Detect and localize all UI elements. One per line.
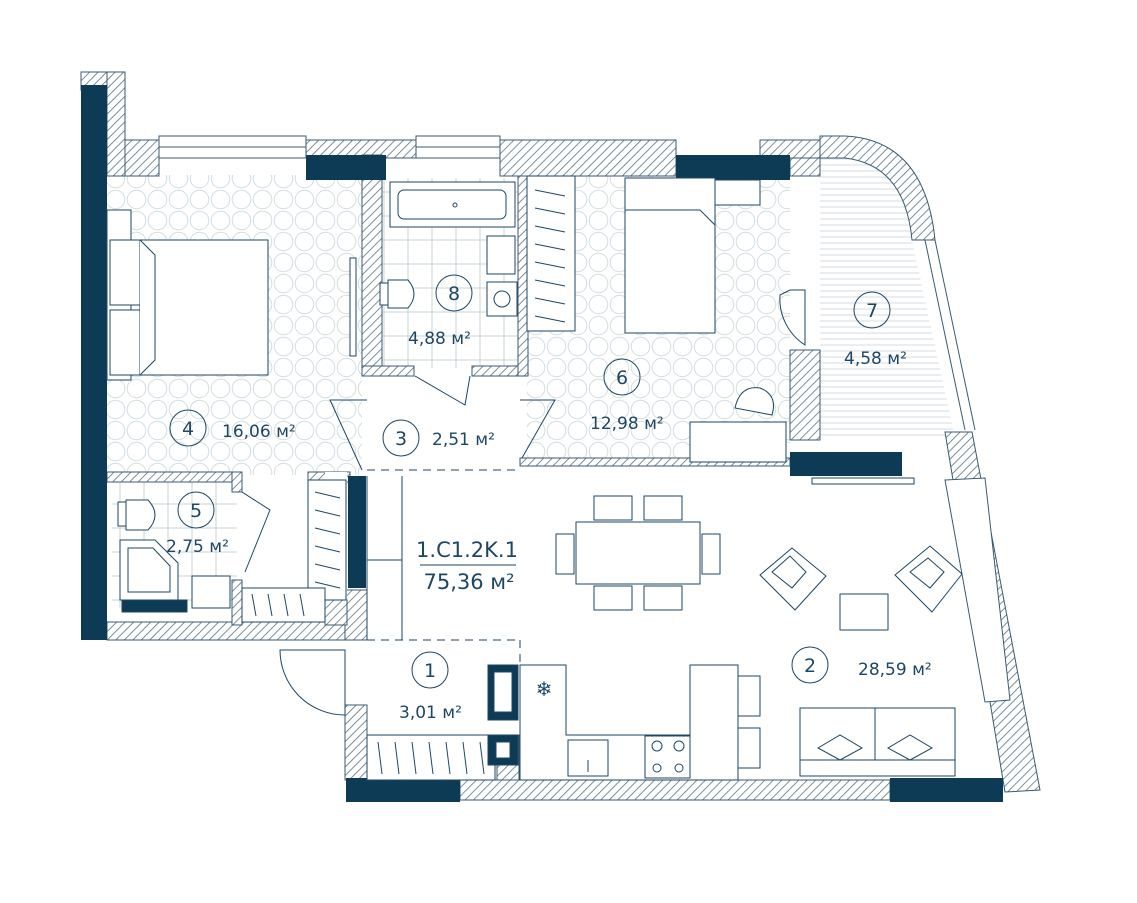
room-area-5: 2,75 м² — [166, 537, 229, 557]
room-number-2: 2 — [804, 655, 816, 677]
bar-stool-icon — [737, 675, 761, 769]
double-bed-icon — [106, 209, 269, 381]
fridge-icon — [487, 664, 519, 766]
desk-icon — [689, 421, 787, 463]
room-marker-6 — [603, 358, 641, 396]
walls — [80, 71, 1041, 801]
room-boundaries — [367, 469, 521, 665]
toilet-icon — [117, 499, 156, 531]
load-bearing-walls — [81, 85, 1003, 802]
freezer-icon: ❄ — [536, 679, 553, 701]
room-marker-7 — [853, 291, 891, 329]
room-area-6: 12,98 м² — [590, 414, 664, 434]
room-marker-3 — [382, 419, 420, 457]
bathtub-icon — [389, 181, 516, 228]
coffee-table-icon — [839, 593, 889, 631]
kitchen-sink-icon — [567, 739, 609, 777]
floor-room-7 — [820, 158, 955, 438]
room-number-4: 4 — [182, 418, 194, 440]
desk-chair-icon — [734, 387, 774, 416]
room-areas: 3,01 м² 28,59 м² 2,51 м² 16,06 м² 2,75 м… — [166, 329, 932, 723]
toilet-icon — [379, 279, 415, 309]
room-marker-4 — [169, 409, 207, 447]
room-number-7: 7 — [866, 300, 878, 322]
armchair-icon — [894, 545, 963, 613]
apartment-code: 1.C1.2K.1 — [416, 538, 518, 562]
washing-machine-icon — [486, 281, 518, 317]
shower-icon — [119, 539, 179, 601]
room-number-3: 3 — [395, 428, 407, 450]
room-number-6: 6 — [616, 367, 628, 389]
room-number-1: 1 — [424, 660, 436, 682]
single-bed-icon — [624, 177, 761, 334]
apartment-label: 1.C1.2K.1 75,36 м² — [416, 538, 518, 594]
furniture: ❄ — [106, 177, 963, 781]
room-numbers: 1 2 3 4 5 6 7 8 — [182, 283, 878, 682]
room-area-3: 2,51 м² — [432, 430, 495, 450]
room-number-5: 5 — [190, 500, 202, 522]
dining-table-icon — [555, 495, 721, 611]
bathroom-sink-icon — [191, 575, 231, 609]
room-area-4: 16,06 м² — [222, 422, 296, 442]
room-markers — [169, 274, 891, 689]
stove-icon — [644, 735, 691, 779]
sofa-icon — [799, 707, 956, 777]
kitchen-counter-icon — [519, 664, 739, 781]
room-marker-2 — [791, 646, 829, 684]
room-area-7: 4,58 м² — [844, 349, 907, 369]
mirror-icon — [349, 257, 357, 357]
bathroom-sink-icon — [486, 235, 516, 275]
wardrobes — [241, 175, 576, 781]
room-marker-5 — [177, 491, 215, 529]
room-marker-8 — [435, 274, 473, 312]
armchair-icon — [759, 547, 827, 611]
bathroom-cabinet-icon — [121, 599, 188, 613]
room-number-8: 8 — [448, 283, 460, 305]
room-area-8: 4,88 м² — [408, 329, 471, 349]
room-area-1: 3,01 м² — [399, 703, 462, 723]
doors — [241, 289, 806, 716]
tv-icon — [811, 477, 915, 485]
room-marker-1 — [411, 651, 449, 689]
room-area-2: 28,59 м² — [858, 660, 932, 680]
apartment-total-area: 75,36 м² — [423, 570, 514, 594]
